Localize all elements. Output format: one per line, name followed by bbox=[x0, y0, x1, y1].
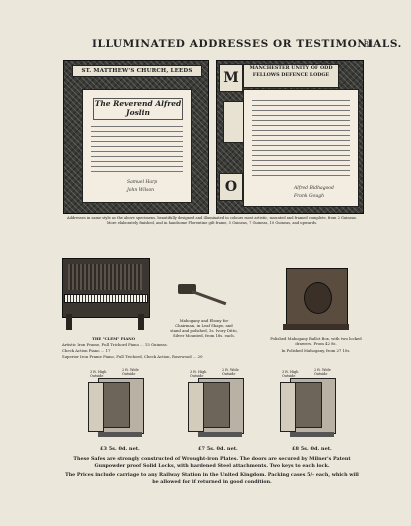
safe-door bbox=[280, 382, 296, 432]
safe-width-label: 2 ft. Wide Outside bbox=[314, 368, 331, 376]
safe-base bbox=[290, 432, 334, 437]
piano-leg bbox=[66, 314, 72, 330]
capital-letter: M bbox=[219, 64, 243, 92]
safe-height-label: 3 ft. High Outside bbox=[190, 370, 207, 378]
illuminated-address-left: ST. MATTHEW'S CHURCH, LEEDS The Reverend… bbox=[63, 60, 209, 214]
safes-description: These Safes are strongly constructed of … bbox=[73, 456, 351, 469]
safe-door bbox=[188, 382, 204, 432]
ballot-box-caption-2: In Polished Mahogany, from 27 10s. bbox=[281, 348, 351, 353]
mallet-handle bbox=[191, 290, 227, 306]
address-heading: The Reverend Alfred Joslin bbox=[93, 98, 183, 120]
safe-width-label: 2 ft. Wide Outside bbox=[122, 368, 139, 376]
safe-width-label: 2 ft. Wide Outside bbox=[222, 368, 239, 376]
safe-interior bbox=[294, 382, 322, 428]
piano-price-line: Artistic Iron Frame, Full Trichord Piano… bbox=[62, 342, 168, 347]
mallet-head bbox=[178, 284, 196, 294]
safe-door bbox=[88, 382, 104, 432]
address-top-band: MANCHESTER UNITY OF ODD FELLOWS DEFENCE … bbox=[243, 64, 339, 88]
safe-interior bbox=[102, 382, 130, 428]
piano-front-panel bbox=[68, 264, 142, 290]
address-description: Addresses in same style as the above spe… bbox=[67, 216, 357, 225]
page-title: ILLUMINATED ADDRESSES OR TESTIMONIALS. bbox=[92, 38, 402, 50]
signature: Frank Gough bbox=[294, 194, 324, 199]
ballot-box-opening bbox=[304, 282, 332, 314]
ballot-box-base bbox=[283, 324, 349, 330]
ballot-box-illustration bbox=[283, 268, 349, 330]
safe-price: £7 5s. 0d. net. bbox=[198, 446, 238, 452]
safe-price: £3 5s. 0d. net. bbox=[100, 446, 140, 452]
piano-name: THE "CLEM" PIANO bbox=[92, 336, 136, 341]
mallet-caption: Mahogany and Ebony for Chairman, in Leaf… bbox=[170, 318, 238, 338]
address-text-lines bbox=[91, 126, 183, 176]
safe-illustration: 3 ft. High Outside 2 ft. Wide Outside bbox=[188, 368, 248, 442]
carriage-note: The Prices include carriage to any Railw… bbox=[65, 472, 359, 485]
piano-price-line: Superior Iron Frame Piano, Full Trichord… bbox=[62, 354, 203, 359]
signature: Alfred Bidhagood bbox=[294, 186, 334, 191]
page-number: 81 bbox=[364, 40, 375, 49]
safe-base bbox=[198, 432, 242, 437]
address-text-lines bbox=[252, 100, 350, 180]
safe-price: £8 5s. 0d. net. bbox=[292, 446, 332, 452]
piano-keys bbox=[64, 294, 148, 303]
piano-price-line: Check Action Piano ... 17 bbox=[62, 348, 111, 353]
piano-illustration bbox=[60, 258, 150, 330]
illuminated-address-right: M O MANCHESTER UNITY OF ODD FELLOWS DEFE… bbox=[216, 60, 364, 214]
safe-illustration: 3 ft. High Outside 2 ft. Wide Outside bbox=[88, 368, 148, 442]
ballot-box-caption: Polished Mahogany Ballot Box, with two l… bbox=[270, 336, 362, 346]
safe-height-label: 3 ft. High Outside bbox=[282, 370, 299, 378]
signature: John Wilson bbox=[127, 188, 155, 193]
capital-letter: O bbox=[219, 173, 243, 201]
safe-height-label: 3 ft. High Outside bbox=[90, 370, 107, 378]
address-panel: The Reverend Alfred Joslin Samuel Harp J… bbox=[82, 89, 192, 203]
safe-base bbox=[98, 432, 142, 437]
safe-interior bbox=[202, 382, 230, 428]
piano-leg bbox=[138, 314, 144, 330]
signature: Samuel Harp bbox=[127, 180, 158, 185]
address-banner: ST. MATTHEW'S CHURCH, LEEDS bbox=[72, 65, 202, 77]
mallet-illustration bbox=[178, 284, 228, 310]
safe-illustration: 3 ft. High Outside 2 ft. Wide Outside bbox=[280, 368, 340, 442]
address-panel: Alfred Bidhagood Frank Gough bbox=[243, 89, 359, 207]
